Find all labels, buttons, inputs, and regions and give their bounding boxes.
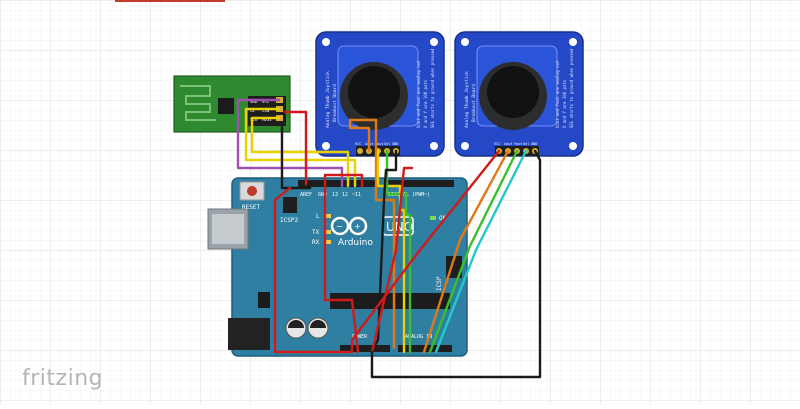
led-tx-label: TX	[312, 229, 320, 236]
pcb-antenna	[180, 85, 216, 121]
joystick-right-pin-vcc: VCC	[494, 142, 500, 146]
icsp2-header: ICSP2	[280, 197, 298, 224]
voltage-regulator	[258, 292, 270, 308]
joystick-left-title-1: Analog Thumb Joystick	[325, 71, 331, 128]
joystick-right-title-1: Analog Thumb Joystick	[464, 71, 470, 128]
digital-header: DIGITAL (PWM~) AREF GND 13 12 ~11	[298, 180, 454, 198]
pin-13-label: 13	[332, 192, 338, 198]
joystick-right-pin-xout: Xout	[504, 142, 512, 146]
analog-header-label: ANALOG IN	[405, 334, 432, 340]
joystick-left-pin-sel: Sel	[384, 142, 390, 146]
power-header-label: POWER	[352, 334, 368, 340]
rf-transceiver-module[interactable]: GND VCC CE CSN SCK MOSI	[173, 75, 291, 133]
wire-joyR-orange[interactable]	[422, 149, 510, 354]
icsp-label: ICSP	[436, 276, 443, 291]
rf-pin-vcc: VCC	[262, 99, 270, 104]
joystick-right-pin-yout: Yout	[514, 142, 522, 146]
joystick-right-board[interactable]: Analog Thumb Joystick Breakout Board Xou…	[454, 31, 584, 157]
status-leds: L TX RX ON	[312, 213, 447, 246]
rf-pin-mosi: MOSI	[262, 117, 272, 122]
wire-rf-yellow-1[interactable]	[244, 107, 357, 188]
joystick-right-pin-sel: Sel	[523, 142, 529, 146]
svg-text:+: +	[354, 222, 361, 231]
joystick-left-note-2: X and Y are 10K pots	[423, 79, 428, 128]
rf-pin-gnd: GND	[250, 99, 258, 104]
pin-11-label: ~11	[352, 192, 361, 198]
wire-joyR-green[interactable]	[428, 149, 519, 354]
top-edge-marker	[115, 0, 225, 2]
svg-text:−: −	[336, 222, 343, 231]
aref-label: AREF	[300, 192, 312, 198]
joystick-right-pin-gnd: GND	[531, 142, 537, 146]
wire-joyR-black[interactable]	[370, 149, 542, 379]
icsp2-label: ICSP2	[280, 217, 298, 224]
fritzing-watermark: fritzing	[22, 366, 104, 391]
wire-power-red[interactable]	[323, 173, 364, 354]
led-on-label: ON	[439, 215, 447, 222]
joystick-left-note-1: Xout and Yout are analog out	[416, 60, 421, 128]
joystick-left-pin-yout: Yout	[375, 142, 383, 146]
digital-header-label: DIGITAL (PWM~)	[388, 192, 430, 198]
reset-label: RESET	[242, 204, 260, 211]
rf-chip	[218, 98, 234, 114]
joystick-right-title-2: Breakout Board	[471, 84, 477, 122]
wire-rf-yellow-2[interactable]	[250, 116, 350, 188]
wire-joyR-cyan[interactable]	[434, 149, 528, 354]
wire-rf-gnd-black[interactable]	[280, 125, 312, 190]
wire-joyL-green[interactable]	[385, 149, 412, 354]
rf-pin-ce: CE	[250, 108, 255, 113]
joystick-right-note-1: Xout and Yout are analog out	[555, 60, 560, 128]
wire-joyL-red[interactable]	[370, 166, 414, 354]
led-l-label: L	[316, 213, 320, 220]
joystick-left-pin-vcc: VCC	[355, 142, 361, 146]
power-jack	[228, 318, 270, 350]
arduino-uno-board[interactable]: RESET ICSP2 L TX RX ON − + Arduino UNO	[207, 177, 468, 357]
joystick-left-note-3: SEL shorts to ground when pressed	[430, 48, 435, 128]
led-rx-label: RX	[312, 239, 320, 246]
wire-joyR-red[interactable]	[273, 149, 501, 354]
rf-pin-csn: CSN	[262, 108, 270, 113]
wire-rf-red[interactable]	[283, 110, 308, 186]
joystick-right-note-3: SEL shorts to ground when pressed	[569, 48, 574, 128]
gnd-label: GND	[318, 192, 327, 198]
pin-12-label: 12	[342, 192, 348, 198]
arduino-logo-text: Arduino	[338, 238, 373, 248]
joystick-left-title-2: Breakout Board	[332, 84, 338, 122]
joystick-left-pin-gnd: GND	[392, 142, 398, 146]
wire-joyL-black[interactable]	[370, 149, 398, 352]
wires	[236, 98, 542, 379]
rf-pin-sck: SCK	[250, 117, 258, 122]
joystick-left-board[interactable]: Analog Thumb Joystick Breakout Board Xou…	[315, 31, 445, 157]
joystick-right-note-2: X and Y are 10K pots	[562, 79, 567, 128]
wire-joyL-orange[interactable]	[348, 118, 396, 350]
atmega-chip	[330, 293, 450, 309]
